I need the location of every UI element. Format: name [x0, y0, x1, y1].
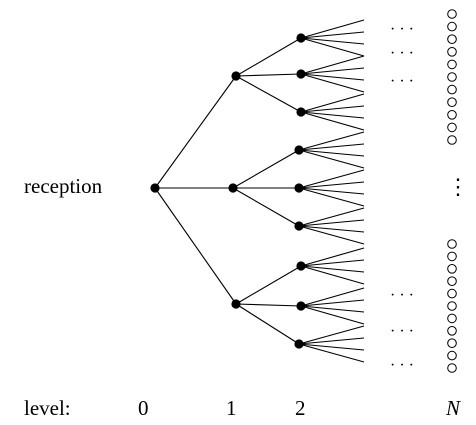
fan-line-9-4 [298, 343, 365, 363]
ellipsis-row-3: · · · [390, 73, 414, 90]
fan-line-9-3 [298, 343, 365, 351]
fan-line-7-1 [300, 247, 365, 267]
level1-node-2 [228, 183, 238, 193]
ellipsis-row-2: · · · [390, 45, 414, 62]
leaf-node-4 [447, 47, 457, 57]
fan-line-8-4 [300, 305, 365, 325]
level-caption: level: [24, 396, 71, 420]
fan-line-6-4 [298, 225, 365, 245]
fan-line-2-3 [300, 73, 365, 81]
leaf-node-8 [447, 97, 457, 107]
level2-node-8 [296, 301, 306, 311]
level2-node-6 [294, 221, 304, 231]
leaf-node-21 [447, 350, 457, 361]
level1-node-1 [231, 71, 241, 81]
level2-node-3 [296, 107, 306, 117]
fan-line-9-1 [298, 325, 365, 345]
fan-line-3-1 [300, 93, 365, 113]
fan-line-6-2 [298, 219, 365, 227]
fan-line-3-3 [300, 111, 365, 119]
leaf-node-20 [447, 338, 457, 349]
root-node [150, 183, 160, 193]
fan-line-1-2 [300, 31, 365, 39]
leaf-node-15 [447, 276, 457, 287]
leaf-node-3 [447, 34, 457, 45]
level2-node-9 [294, 339, 304, 349]
leaf-node-7 [447, 84, 457, 95]
fan-line-4-4 [298, 149, 365, 169]
fan-line-2-1 [300, 55, 365, 75]
level2-node-4 [294, 145, 304, 155]
level1-node-3 [231, 299, 241, 309]
leaf-node-22 [447, 363, 457, 373]
leaf-node-16 [447, 288, 457, 299]
edge-root-to-l1-3 [154, 187, 237, 305]
level-tick-0: 0 [138, 396, 149, 420]
leaf-node-1 [447, 9, 457, 19]
leaf-node-5 [447, 59, 457, 70]
fan-line-7-3 [300, 265, 365, 273]
fan-line-9-2 [298, 337, 365, 345]
leaf-node-14 [447, 264, 457, 274]
fan-line-8-2 [300, 299, 365, 307]
level2-node-5 [294, 183, 304, 193]
fan-line-4-1 [298, 131, 365, 151]
edge-l1-to-l2-2 [235, 73, 302, 77]
edge-root-to-l1-1 [154, 75, 237, 189]
fan-line-3-2 [300, 105, 365, 113]
leaf-node-19 [447, 326, 457, 336]
tree-nodes [150, 33, 306, 349]
level2-node-2 [296, 69, 306, 79]
leaf-node-17 [447, 301, 457, 311]
leaf-node-6 [447, 72, 457, 82]
edge-l1-to-l2-3 [235, 75, 302, 113]
level2-node-1 [296, 33, 306, 43]
edge-l1-to-l2-4 [232, 149, 300, 189]
fan-line-3-4 [300, 111, 365, 131]
fan-line-5-4 [298, 187, 365, 207]
reception-label: reception [24, 174, 103, 198]
fan-line-1-3 [300, 37, 365, 45]
leaf-node-12 [447, 239, 457, 249]
leaf-node-2 [447, 21, 457, 32]
fan-line-2-4 [300, 73, 365, 93]
fan-line-8-3 [300, 305, 365, 313]
fan-line-7-2 [300, 259, 365, 267]
edge-l1-to-l2-1 [235, 37, 302, 77]
level-tick-2: 2 [295, 396, 306, 420]
fan-line-6-1 [298, 207, 365, 227]
fan-line-5-2 [298, 181, 365, 189]
ellipsis-vertical: ⋮ [447, 174, 469, 199]
leaf-node-13 [447, 251, 457, 262]
fan-line-6-3 [298, 225, 365, 233]
ellipsis-row-1: · · · [390, 21, 414, 38]
level-tick-N: N [445, 396, 461, 420]
fan-line-4-2 [298, 143, 365, 151]
fan-line-5-1 [298, 169, 365, 189]
ellipsis-row-6: · · · [390, 357, 414, 374]
leaf-node-9 [447, 110, 457, 120]
fan-line-7-4 [300, 265, 365, 285]
level-tick-1: 1 [226, 396, 237, 420]
leaf-node-18 [447, 313, 457, 324]
edge-l1-to-l2-9 [235, 303, 300, 345]
ellipsis-row-4: · · · [390, 287, 414, 304]
leaf-node-11 [447, 135, 457, 145]
edge-l1-to-l2-6 [232, 187, 300, 227]
fan-line-8-1 [300, 287, 365, 307]
tree-edges [154, 19, 365, 363]
edge-l1-to-l2-7 [235, 265, 302, 305]
fan-line-1-1 [300, 19, 365, 39]
ellipsis-row-5: · · · [390, 323, 414, 340]
leaf-column [447, 9, 457, 373]
fan-line-1-4 [300, 37, 365, 57]
fan-line-2-2 [300, 67, 365, 75]
fan-line-4-3 [298, 149, 365, 157]
fan-line-5-3 [298, 187, 365, 195]
edge-l1-to-l2-8 [235, 303, 302, 307]
level2-node-7 [296, 261, 306, 271]
leaf-node-10 [447, 122, 457, 133]
